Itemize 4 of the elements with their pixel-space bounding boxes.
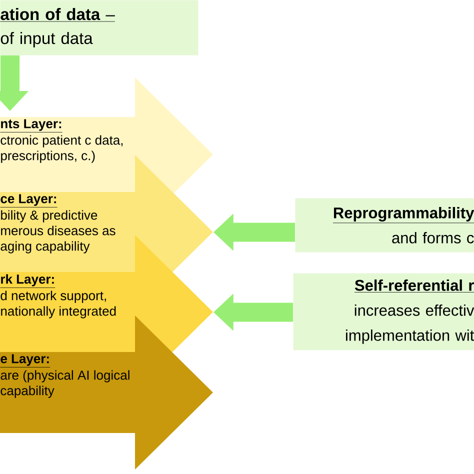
text-box: Reprogrammability and forms c [295, 198, 474, 252]
text-box: ation of data – of input data [0, 0, 198, 56]
chevron-banner: nts Layer: ctronic patient c data, prescriptions, c.) [0, 78, 213, 194]
text-box: Self-referential r increases effectiv implementation wit [293, 273, 474, 350]
